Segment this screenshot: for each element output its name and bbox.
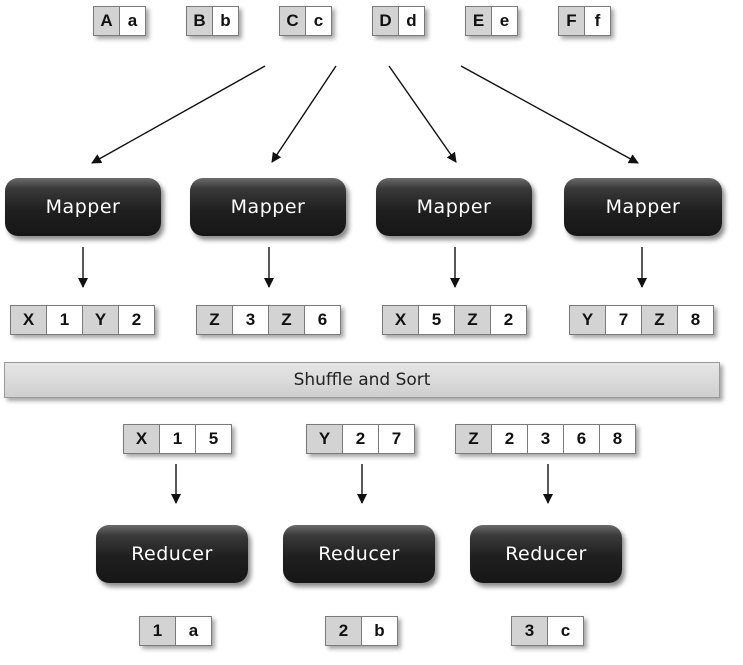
key-cell: Y bbox=[306, 424, 343, 454]
value-cell: c bbox=[305, 6, 332, 36]
value-cell: a bbox=[175, 616, 212, 646]
key-cell: B bbox=[186, 6, 213, 36]
key-cell: E bbox=[465, 6, 492, 36]
value-cell: 3 bbox=[527, 424, 564, 454]
key-cell: X bbox=[123, 424, 160, 454]
key-cell: D bbox=[372, 6, 399, 36]
mapper-node: Mapper bbox=[5, 178, 161, 236]
key-cell: F bbox=[558, 6, 585, 36]
key-cell: Y bbox=[82, 305, 119, 335]
key-cell: X bbox=[382, 305, 419, 335]
mapper-node: Mapper bbox=[564, 178, 722, 236]
mapper-node: Mapper bbox=[190, 178, 346, 236]
value-cell: 2 bbox=[342, 424, 379, 454]
key-cell: A bbox=[93, 6, 120, 36]
value-cell: d bbox=[398, 6, 425, 36]
value-cell: 3 bbox=[232, 305, 269, 335]
value-cell: 5 bbox=[195, 424, 232, 454]
value-cell: b bbox=[361, 616, 398, 646]
key-cell: 1 bbox=[139, 616, 176, 646]
reducer-node: Reducer bbox=[470, 525, 622, 583]
value-cell: 2 bbox=[490, 305, 527, 335]
value-cell: 7 bbox=[378, 424, 415, 454]
arrow-input-to-mapper-2 bbox=[271, 65, 337, 163]
value-cell: 2 bbox=[118, 305, 155, 335]
arrow-input-to-mapper-1 bbox=[91, 65, 266, 164]
value-cell: 1 bbox=[159, 424, 196, 454]
reducer-node: Reducer bbox=[283, 525, 435, 583]
value-cell: 6 bbox=[563, 424, 600, 454]
key-cell: Z bbox=[641, 305, 678, 335]
value-cell: f bbox=[584, 6, 611, 36]
value-cell: 8 bbox=[599, 424, 636, 454]
arrow-input-to-mapper-3 bbox=[388, 65, 457, 163]
value-cell: 7 bbox=[605, 305, 642, 335]
value-cell: c bbox=[547, 616, 584, 646]
value-cell: a bbox=[119, 6, 146, 36]
value-cell: 8 bbox=[677, 305, 714, 335]
value-cell: e bbox=[491, 6, 518, 36]
value-cell: 5 bbox=[418, 305, 455, 335]
key-cell: Z bbox=[455, 424, 492, 454]
key-cell: Z bbox=[268, 305, 305, 335]
key-cell: Z bbox=[196, 305, 233, 335]
arrow-input-to-mapper-4 bbox=[460, 65, 639, 164]
shuffle-and-sort-bar: Shuffle and Sort bbox=[4, 362, 720, 398]
value-cell: 2 bbox=[491, 424, 528, 454]
key-cell: 3 bbox=[511, 616, 548, 646]
reducer-node: Reducer bbox=[96, 525, 248, 583]
key-cell: Y bbox=[569, 305, 606, 335]
mapper-node: Mapper bbox=[376, 178, 532, 236]
key-cell: C bbox=[279, 6, 306, 36]
value-cell: 6 bbox=[304, 305, 341, 335]
key-cell: 2 bbox=[325, 616, 362, 646]
key-cell: Z bbox=[454, 305, 491, 335]
value-cell: 1 bbox=[46, 305, 83, 335]
key-cell: X bbox=[10, 305, 47, 335]
value-cell: b bbox=[212, 6, 239, 36]
